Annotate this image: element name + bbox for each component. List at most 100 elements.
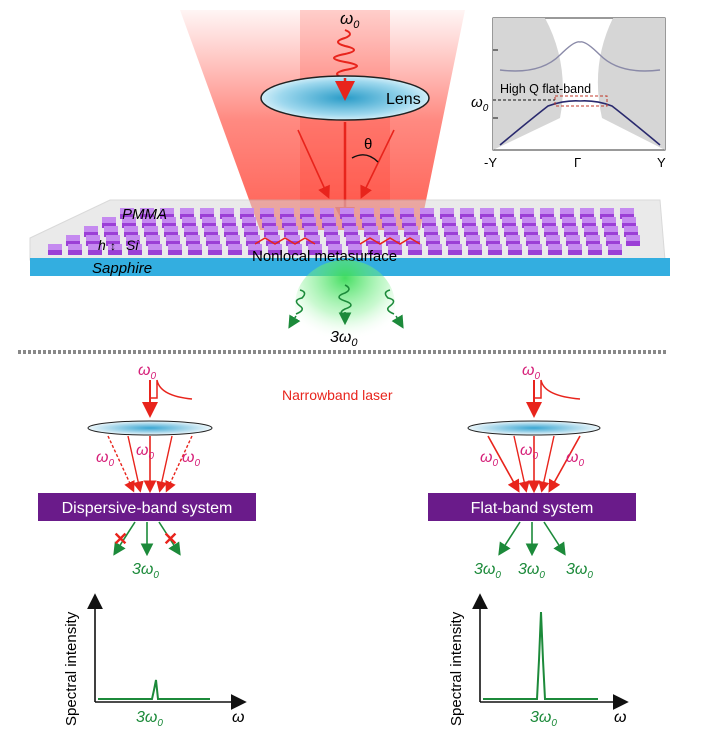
left-narrow-spectrum	[150, 379, 193, 400]
silicon-pillar	[108, 244, 122, 250]
green-wave-right	[384, 289, 395, 315]
silicon-pillar	[102, 217, 116, 223]
left-output-label: 3ω0	[132, 561, 159, 581]
silicon-pillar	[448, 244, 462, 250]
left-arrow-inner-r	[156, 435, 173, 493]
in-plane-wave	[254, 237, 421, 245]
silicon-pillar-side	[504, 232, 518, 237]
pmma-label: PMMA	[122, 206, 167, 223]
silicon-pillar	[388, 244, 402, 250]
silicon-pillar-side	[340, 214, 354, 219]
silicon-pillar	[326, 235, 340, 241]
silicon-pillar	[286, 235, 300, 241]
third-harmonic-label: 3ω0	[330, 329, 358, 349]
silicon-pillar	[320, 208, 334, 214]
silicon-pillar-side	[608, 250, 622, 255]
silicon-pillar	[104, 226, 118, 232]
silicon-pillar	[580, 208, 594, 214]
silicon-pillar-side	[420, 214, 434, 219]
silicon-pillar	[428, 244, 442, 250]
right-omega-r: ω0	[566, 449, 584, 469]
silicon-pillar	[626, 235, 640, 241]
silicon-pillar-side	[122, 223, 136, 228]
silicon-pillar	[280, 208, 294, 214]
silicon-pillar	[582, 217, 596, 223]
dispersive-system-label: Dispersive-band system	[62, 500, 233, 517]
silicon-pillar-side	[408, 250, 422, 255]
silicon-pillar-side	[528, 250, 542, 255]
silicon-pillar-side	[88, 250, 102, 255]
silicon-pillar-side	[582, 223, 596, 228]
silicon-pillar-side	[202, 223, 216, 228]
silicon-pillar-side	[224, 232, 238, 237]
silicon-pillar	[144, 226, 158, 232]
silicon-pillar	[482, 217, 496, 223]
silicon-pillar	[604, 226, 618, 232]
silicon-pillar	[526, 235, 540, 241]
silicon-pillar	[344, 226, 358, 232]
silicon-pillar	[506, 235, 520, 241]
left-lens	[87, 420, 213, 436]
silicon-pillar-side	[468, 250, 482, 255]
silicon-pillar-side	[166, 241, 180, 246]
right-output-r: 3ω0	[566, 561, 593, 581]
silicon-pillar	[86, 235, 100, 241]
silicon-pillar	[262, 217, 276, 223]
silicon-pillar-side	[448, 250, 462, 255]
silicon-pillar	[444, 226, 458, 232]
silicon-pillar	[160, 208, 174, 214]
silicon-pillar-side	[486, 241, 500, 246]
silicon-pillar-side	[386, 241, 400, 246]
silicon-pillar	[204, 226, 218, 232]
silicon-pillar	[440, 208, 454, 214]
silicon-pillar-side	[620, 214, 634, 219]
right-arrow-r	[548, 435, 581, 493]
left-out-l	[113, 521, 136, 556]
silicon-pillar	[364, 226, 378, 232]
silicon-pillar-side	[506, 241, 520, 246]
silicon-pillar-side	[164, 232, 178, 237]
left-beam-arrow	[297, 129, 330, 199]
left-omega-outer-r: ω0	[182, 449, 200, 469]
silicon-pillar	[486, 235, 500, 241]
band-structure-inset: High Q flat-band ω0 -Y Γ Y	[471, 17, 666, 170]
silicon-pillar	[468, 244, 482, 250]
silicon-pillar-side	[182, 223, 196, 228]
green-arrow-left	[288, 314, 301, 329]
silicon-pillar-side	[542, 223, 556, 228]
silicon-pillar	[226, 235, 240, 241]
silicon-pillar-array	[48, 208, 640, 255]
silicon-pillar-side	[384, 232, 398, 237]
silicon-pillar	[48, 244, 62, 250]
silicon-pillar	[404, 226, 418, 232]
silicon-pillar-side	[268, 250, 282, 255]
silicon-pillar-side	[248, 250, 262, 255]
silicon-pillar	[240, 208, 254, 214]
silicon-pillar-side	[484, 232, 498, 237]
silicon-pillar-side	[460, 214, 474, 219]
right-omega-l: ω0	[480, 449, 498, 469]
silicon-pillar	[322, 217, 336, 223]
silicon-pillar-side	[622, 223, 636, 228]
right-spectrum-xlabel: ω	[614, 709, 626, 726]
silicon-pillar-side	[564, 232, 578, 237]
silicon-pillar-side	[568, 250, 582, 255]
silicon-pillar	[528, 244, 542, 250]
silicon-pillar	[182, 217, 196, 223]
silicon-pillar	[164, 226, 178, 232]
silicon-pillar	[606, 235, 620, 241]
silicon-pillar-side	[144, 232, 158, 237]
inset-tick-gamma: Γ	[574, 155, 581, 170]
silicon-pillar	[362, 217, 376, 223]
silicon-pillar	[268, 244, 282, 250]
green-wave-center	[338, 284, 352, 318]
left-cross-r: ✕	[163, 529, 178, 549]
dispersive-system-box	[38, 493, 256, 521]
silicon-pillar-side	[84, 232, 98, 237]
silicon-pillar-side	[560, 214, 574, 219]
silicon-pillar	[142, 217, 156, 223]
silicon-pillar-side	[180, 214, 194, 219]
silicon-pillar-side	[282, 223, 296, 228]
silicon-pillar	[564, 226, 578, 232]
silicon-pillar-side	[366, 241, 380, 246]
